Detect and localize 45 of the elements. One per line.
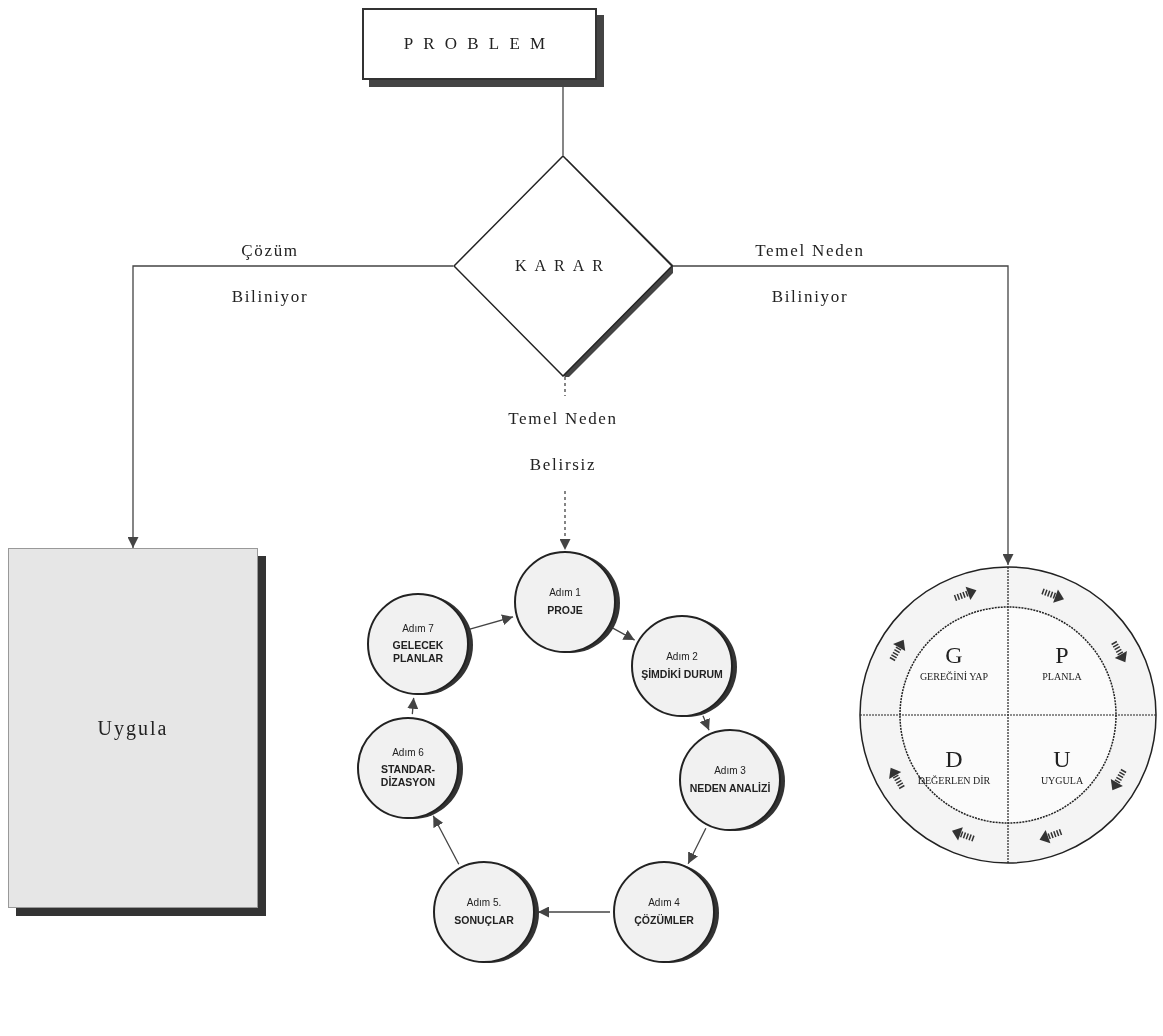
- node-label: SONUÇLAR: [454, 913, 514, 927]
- arrow: [611, 627, 636, 641]
- node-label: GELECEK PLANLAR: [391, 639, 445, 666]
- edge-label: Çözüm Biliniyor: [230, 240, 310, 308]
- node-label: PLANLA: [1042, 670, 1082, 684]
- node-label: KARAR: [515, 256, 611, 276]
- node-label: Adım 1: [549, 587, 581, 600]
- node-label: ŞİMDİKİ DURUM: [641, 667, 723, 681]
- node-label: DEĞERLEN DİR: [917, 774, 991, 788]
- arrow: [672, 265, 1014, 566]
- arrow: [469, 614, 514, 630]
- node-label: Adım 3: [714, 765, 746, 778]
- step-circle: [513, 550, 617, 654]
- quadrant-letter: P: [1055, 642, 1069, 667]
- step-circle: [678, 728, 782, 832]
- quadrant-letter: G: [945, 642, 963, 667]
- arrow: [537, 906, 611, 918]
- node-label: Adım 4: [648, 897, 680, 910]
- node-label: UYGULA: [1040, 774, 1084, 788]
- quadrant-letter: U: [1053, 746, 1071, 771]
- edge-label: Temel Neden Biliniyor: [754, 240, 866, 308]
- node-label: GEREĞİNİ YAP: [919, 670, 989, 684]
- step-circle: [432, 860, 536, 964]
- node-label: ÇÖZÜMLER: [634, 913, 694, 927]
- node-label: Adım 7: [402, 622, 434, 636]
- arrow: [699, 715, 710, 731]
- node-label: NEDEN ANALİZİ: [689, 781, 771, 795]
- node-label: Adım 5.: [466, 897, 502, 910]
- node-label: STANDAR-DİZASYON: [379, 763, 437, 790]
- node-label: PROJE: [547, 603, 583, 617]
- step-circle: [612, 860, 716, 964]
- node-label: Adım 2: [666, 651, 698, 664]
- node-label: PROBLEM: [403, 33, 556, 56]
- step-circle: [356, 716, 460, 820]
- arrow: [127, 265, 454, 549]
- arrow: [687, 827, 707, 865]
- decision-diamond: [453, 155, 673, 377]
- node-label: Adım 6: [392, 746, 424, 760]
- step-circle: [630, 614, 734, 718]
- arrow: [407, 697, 419, 715]
- quadrant-letter: D: [945, 746, 963, 771]
- arrow: [432, 815, 460, 865]
- node-label: Uygula: [97, 716, 169, 742]
- step-circle: [366, 592, 470, 696]
- cycle-wheel: [858, 565, 1158, 865]
